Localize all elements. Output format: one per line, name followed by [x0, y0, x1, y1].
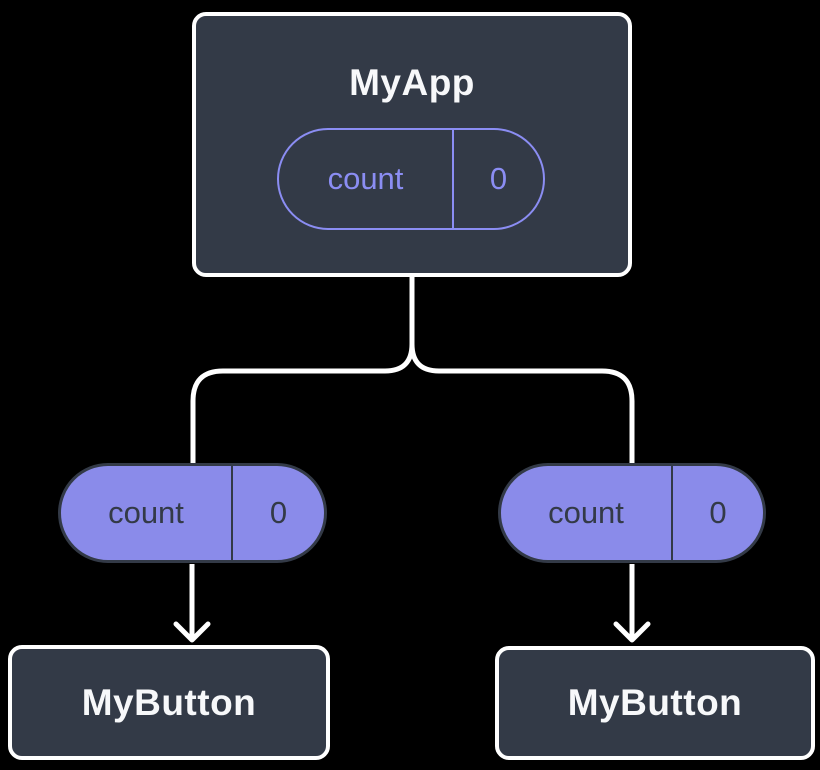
- prop-value: 0: [269, 495, 288, 530]
- component-title: MyButton: [81, 681, 257, 723]
- edge-root-to-left-child: [190, 277, 415, 463]
- component-title: MyApp: [349, 62, 475, 103]
- arrow-left-head-icon: [173, 621, 211, 643]
- edge-root-to-right-child: [409, 277, 635, 463]
- prop-name: count: [501, 466, 673, 560]
- prop-pill-left: count 0: [58, 463, 327, 563]
- prop-name: count: [61, 466, 233, 560]
- component-box-mybutton-right: MyButton: [495, 646, 815, 760]
- component-box-myapp: MyApp count 0: [192, 12, 632, 277]
- arrow-right-head-icon: [613, 621, 651, 643]
- component-box-mybutton-left: MyButton: [8, 645, 330, 760]
- prop-value: 0: [709, 495, 727, 530]
- state-name: count: [279, 130, 454, 228]
- state-value: 0: [489, 161, 508, 196]
- component-title: MyButton: [567, 682, 743, 723]
- state-pill: count 0: [277, 128, 545, 230]
- prop-pill-right: count 0: [498, 463, 766, 563]
